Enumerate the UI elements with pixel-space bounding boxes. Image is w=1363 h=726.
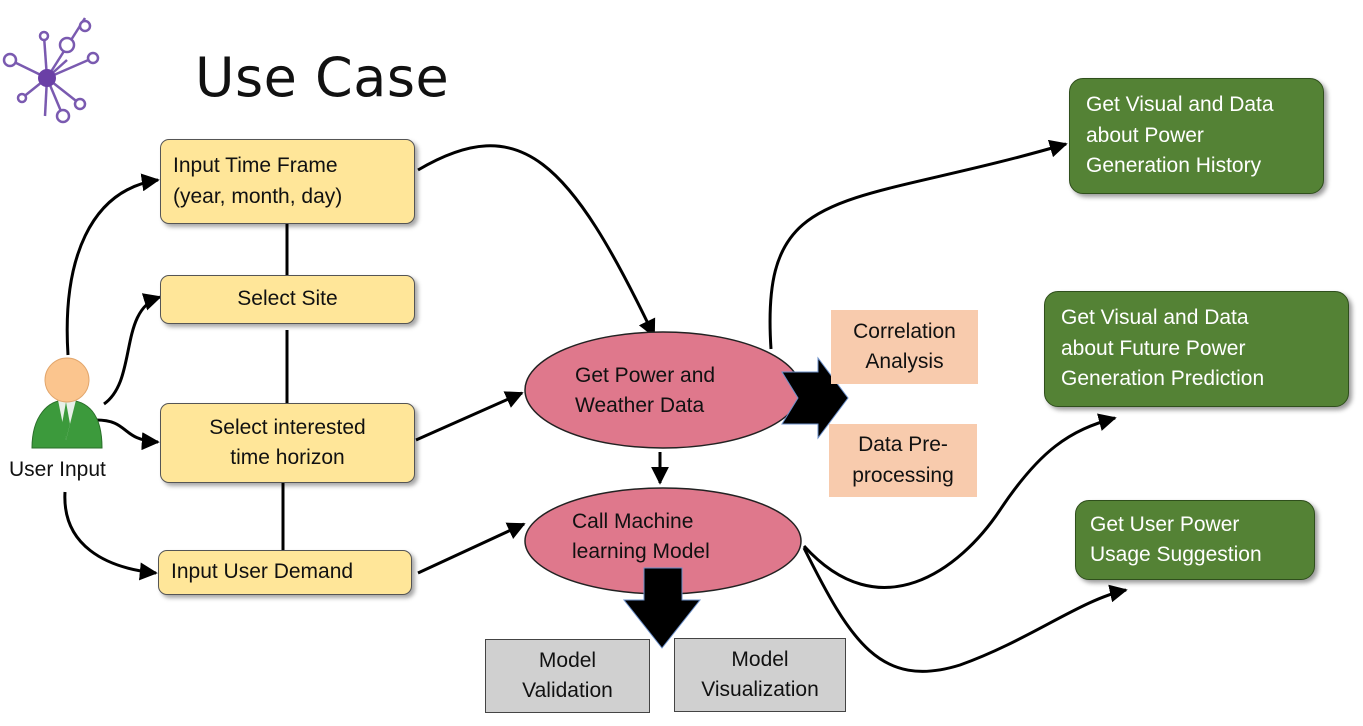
arrow-model-to-suggestion (802, 547, 1128, 673)
correlation-analysis-box: Correlation Analysis (831, 310, 978, 384)
arrow-data-to-history (768, 139, 1068, 350)
user-input-label: User Input (9, 458, 106, 481)
arrow-time-frame-to-data (417, 144, 656, 338)
input-demand-box: Input User Demand (158, 550, 412, 595)
suggestion-result-box: Get User Power Usage Suggestion (1075, 500, 1315, 580)
block-arrow-down (622, 567, 702, 649)
arrow-horizon-to-data (415, 391, 524, 442)
arrow-demand-to-model (417, 522, 526, 575)
arrow-user-to-horizon (95, 418, 160, 451)
arrow-user-to-demand (63, 491, 158, 581)
arrow-model-to-prediction (802, 413, 1117, 589)
ml-model-label: Call Machine learning Model (572, 510, 710, 564)
data-preprocessing-box: Data Pre- processing (829, 424, 977, 497)
network-logo-icon (2, 17, 100, 124)
model-visualization-box: Model Visualization (674, 638, 846, 712)
input-time-frame-box: Input Time Frame (year, month, day) (160, 139, 415, 224)
user-icon (31, 357, 103, 449)
select-horizon-box: Select interested time horizon (160, 403, 415, 483)
history-result-box: Get Visual and Data about Power Generati… (1069, 78, 1324, 194)
model-validation-box: Model Validation (485, 639, 650, 713)
get-data-label: Get Power and Weather Data (575, 364, 716, 418)
prediction-result-box: Get Visual and Data about Future Power G… (1044, 291, 1349, 407)
select-site-box: Select Site (160, 275, 415, 324)
arrow-user-to-site (103, 293, 162, 406)
page-title: Use Case (195, 46, 450, 109)
arrow-user-to-time-frame (65, 173, 160, 356)
